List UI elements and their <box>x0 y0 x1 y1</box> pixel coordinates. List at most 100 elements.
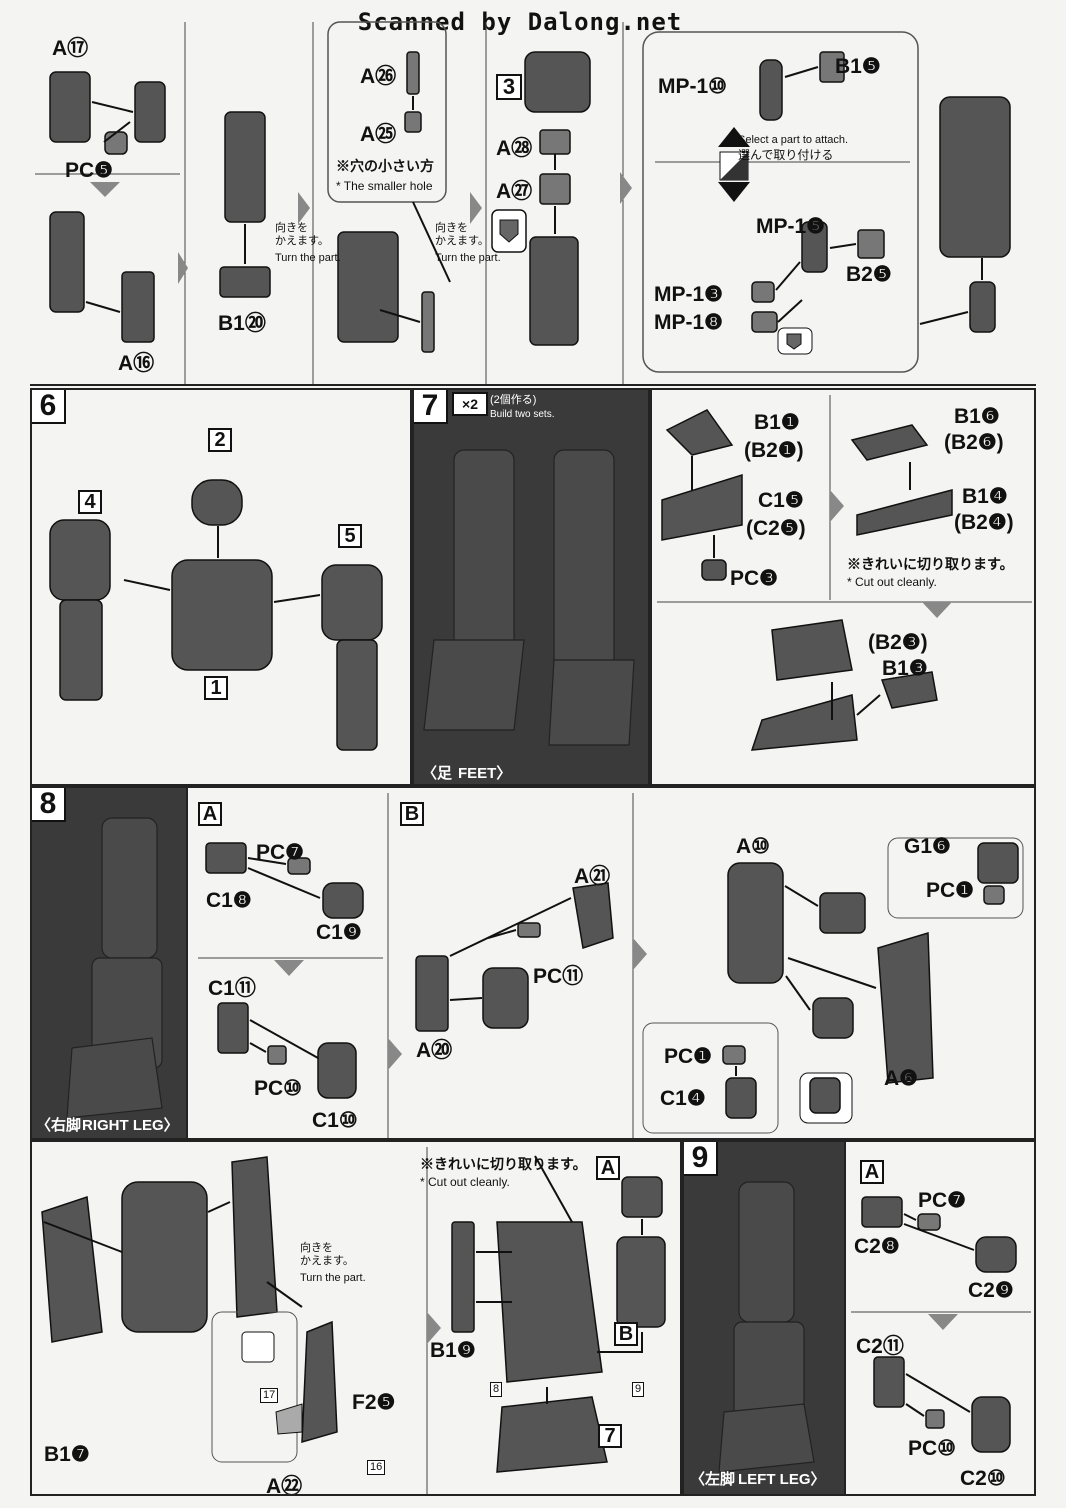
step-7-times: ×2 <box>452 392 488 416</box>
label-c210: C2⑩ <box>960 1467 1006 1490</box>
select-part-en: Select a part to attach. <box>738 134 849 146</box>
label-c28: C2❽ <box>854 1235 900 1258</box>
label-a26: A㉖ <box>360 65 397 88</box>
label-mp18: MP-1❽ <box>654 311 723 334</box>
step-8-assembly-panel: A B PC❼ C1❽ C1❾ C1⑪ PC⑩ C1⑩ A㉑ PC⑪ A⑳ A⑩… <box>188 786 1036 1140</box>
step-6-number: 6 <box>32 390 66 424</box>
label-c111: C1⑪ <box>208 977 256 1000</box>
label-b11: B1❶ <box>754 411 800 434</box>
step-7-ref-box: 7 <box>598 1424 622 1448</box>
step-6-part-4: 4 <box>78 490 102 514</box>
label-b23: (B2❸) <box>868 631 928 654</box>
step-8-number: 8 <box>32 788 66 822</box>
label-mp13: MP-1❸ <box>654 283 723 306</box>
step-6-part-5: 5 <box>338 524 362 548</box>
step-7-sets-jp: (2個作る) <box>490 394 537 406</box>
turn-part-en-2: Turn the part. <box>435 252 501 264</box>
label-a16: A⑯ <box>118 352 155 375</box>
step-6-art <box>49 479 383 751</box>
turn-part-en-1: Turn the part. <box>275 252 341 264</box>
feet-caption-jp: 〈足 <box>422 765 453 782</box>
step-7-assembly-art <box>657 395 1032 751</box>
label-pc1: PC❶ <box>926 879 974 902</box>
label-b26: (B2❻) <box>944 431 1004 454</box>
turn-part-jp-3: 向きを かえます。 <box>300 1242 354 1267</box>
cut-cleanly-en-2: * Cut out cleanly. <box>420 1175 510 1189</box>
label-b13: B1❸ <box>882 657 928 680</box>
select-part-jp: 選んで取り付ける <box>738 148 834 162</box>
step-7-image-panel: 7 ×2 (2個作る) Build two sets. 〈足 FEET〉 <box>412 388 650 786</box>
label-b19: B1❾ <box>430 1339 476 1362</box>
ref-8: 8 <box>490 1382 503 1397</box>
label-pc3: PC❸ <box>730 567 778 590</box>
left-leg-caption-en: LEFT LEG〉 <box>738 1471 826 1488</box>
label-b16: B1❻ <box>954 405 1000 428</box>
label-mp110: MP-1⑩ <box>658 75 727 98</box>
label-a25: A㉕ <box>360 123 397 146</box>
label-a28: A㉘ <box>496 137 533 160</box>
label-b120: B1⑳ <box>218 312 266 335</box>
label-a10: A⑩ <box>736 835 770 858</box>
label-c110: C1⑩ <box>312 1109 358 1132</box>
label-a20: A⑳ <box>416 1039 453 1062</box>
left-leg-caption-jp: 〈左脚 <box>690 1471 736 1488</box>
label-c19: C1❾ <box>316 921 362 944</box>
step-9-assembly-panel: A C2❽ PC❼ C2❾ C2⑪ PC⑩ C2⑩ <box>846 1140 1036 1496</box>
step-9-assembly-art <box>851 1196 1031 1453</box>
label-a21: A㉑ <box>574 865 611 888</box>
feet-caption-en: FEET〉 <box>458 765 512 782</box>
label-pc1-b: PC❶ <box>664 1045 712 1068</box>
label-pc7-step9: PC❼ <box>918 1189 966 1212</box>
right-leg-art <box>66 817 163 1119</box>
top-row-panel: A⑰ PC❺ A⑯ B1⑳ 向きを かえます。 Turn the part. A… <box>30 12 1036 386</box>
label-c211: C2⑪ <box>856 1335 904 1358</box>
label-c29: C2❾ <box>968 1279 1014 1302</box>
right-leg-caption-jp: 〈右脚 <box>36 1117 82 1134</box>
step-7-number: 7 <box>414 390 448 424</box>
cut-cleanly-jp-1: ※きれいに切り取ります。 <box>847 556 1014 572</box>
label-c18: C1❽ <box>206 889 252 912</box>
smaller-hole-en: * The smaller hole <box>336 179 433 193</box>
step-9-runner-a: A <box>860 1160 884 1184</box>
bottom-left-panel: B1❼ 向きを かえます。 Turn the part. F2❺ A㉒ 17 1… <box>30 1140 682 1496</box>
ref-17: 17 <box>260 1388 279 1403</box>
step-6-part-1: 1 <box>204 676 228 700</box>
bottom-runner-b: B <box>614 1322 638 1346</box>
label-c15: C1❺ <box>758 489 804 512</box>
turn-part-jp-2: 向きを かえます。 <box>435 222 489 247</box>
label-b17: B1❼ <box>44 1443 90 1466</box>
label-a6: A❻ <box>884 1067 918 1090</box>
smaller-hole-jp: ※穴の小さい方 <box>336 158 434 174</box>
turn-part-jp-1: 向きを かえます。 <box>275 222 329 247</box>
label-pc11: PC⑪ <box>533 965 584 988</box>
step-8-image-panel: 8 〈右脚 RIGHT LEG〉 <box>30 786 188 1140</box>
label-g16: G1❻ <box>904 835 951 858</box>
label-a27: A㉗ <box>496 180 533 203</box>
step-7-feet-art <box>423 449 635 746</box>
label-pc7: PC❼ <box>256 841 304 864</box>
step-6-panel: 6 2 4 5 1 <box>30 388 412 786</box>
step-9-number: 9 <box>684 1142 718 1176</box>
label-b21: (B2❶) <box>744 439 804 462</box>
step-8-runner-a: A <box>198 802 222 826</box>
bottom-left-art <box>41 1147 666 1494</box>
ref-9: 9 <box>632 1382 645 1397</box>
label-mp15: MP-1❺ <box>756 215 825 238</box>
label-pc10: PC⑩ <box>254 1077 302 1100</box>
label-pc5: PC❺ <box>65 159 113 182</box>
label-a17: A⑰ <box>52 37 89 60</box>
bottom-runner-a: A <box>596 1156 620 1180</box>
cut-cleanly-jp-2: ※きれいに切り取ります。 <box>420 1156 587 1172</box>
step-8-assembly-art <box>198 793 1024 1138</box>
step-7-sets-en: Build two sets. <box>490 409 555 420</box>
label-b14: B1❹ <box>962 485 1008 508</box>
label-a22: A㉒ <box>266 1475 303 1496</box>
step-9-image-panel: 9 〈左脚 LEFT LEG〉 <box>682 1140 846 1496</box>
top-row-art <box>35 21 1011 384</box>
step-7-assembly-panel: B1❶ (B2❶) C1❺ (C2❺) PC❸ B1❻ (B2❻) B1❹ (B… <box>650 388 1036 786</box>
step-3-box: 3 <box>496 74 522 100</box>
label-pc10-step9: PC⑩ <box>908 1437 956 1460</box>
step-6-part-2: 2 <box>208 428 232 452</box>
label-f25: F2❺ <box>352 1391 396 1414</box>
left-leg-art <box>718 1181 815 1473</box>
